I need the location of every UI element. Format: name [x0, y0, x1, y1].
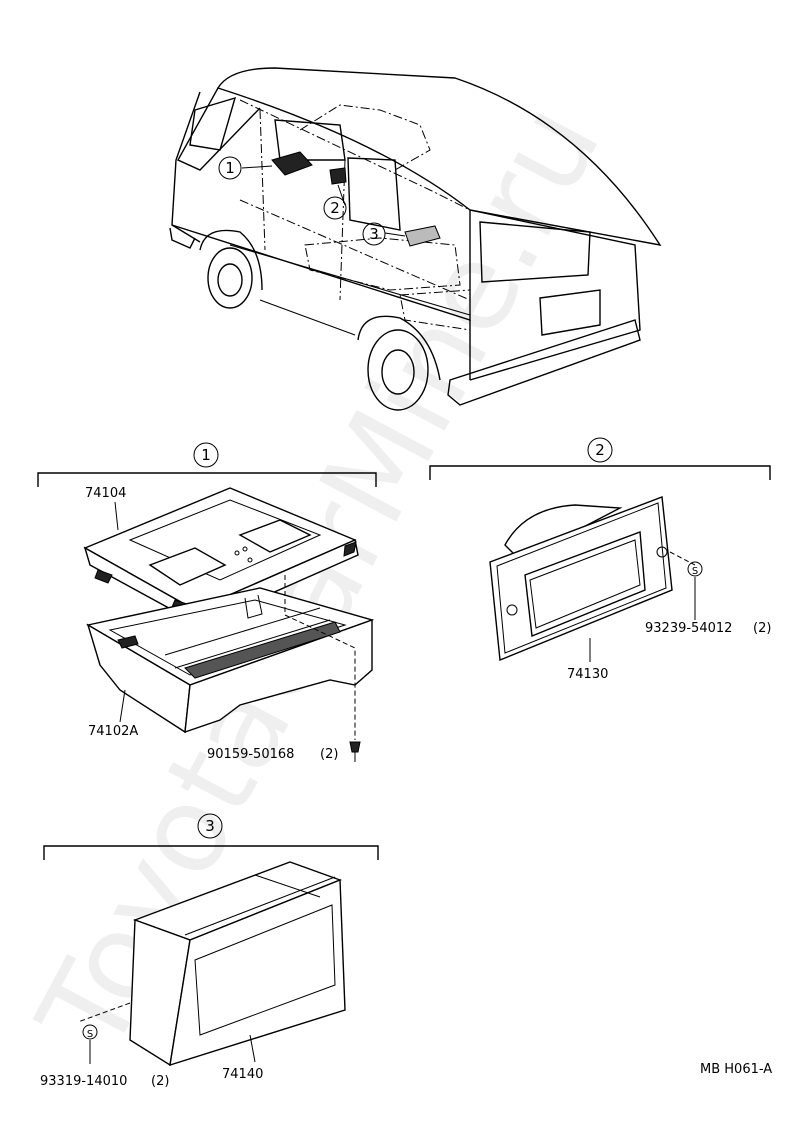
callout-1-overview: 1 — [218, 156, 242, 180]
group-2: 2 S 93239-54012 (2) 74130 — [429, 437, 771, 682]
part-qty-93319-14010: (2) — [151, 1074, 169, 1089]
part-qty-93239-54012: (2) — [753, 621, 771, 636]
part-93319-14010-drawing: S — [77, 1002, 131, 1064]
part-label-93239-54012: 93239-54012 — [645, 621, 732, 636]
group-2-number: 2 — [595, 441, 605, 459]
callout-2-overview: 2 — [323, 196, 347, 220]
part-90159-50168-drawing — [284, 575, 361, 762]
diagram-code: MB H061-A — [700, 1062, 772, 1077]
group-1-number: 1 — [201, 446, 211, 464]
part-qty-90159-50168: (2) — [320, 747, 338, 762]
group-1-badge — [193, 442, 219, 468]
svg-text:2: 2 — [330, 199, 340, 217]
group-3-number: 3 — [205, 817, 215, 835]
part-93239-54012-drawing: S — [669, 551, 703, 620]
part-74140-drawing — [129, 861, 346, 1067]
group-1: 1 — [37, 442, 377, 762]
group-3-bracket — [43, 845, 379, 860]
group-3-badge — [197, 813, 223, 839]
group-3: 3 S 93319-14010 (2) 74140 — [40, 813, 379, 1089]
part-label-74104: 74104 — [85, 486, 126, 501]
group-2-bracket — [429, 465, 771, 480]
part-74102A-drawing — [86, 587, 375, 734]
callout-3-overview: 3 — [362, 222, 386, 246]
svg-text:S: S — [87, 1029, 93, 1040]
part-74130-drawing — [489, 496, 673, 662]
part-label-90159-50168: 90159-50168 — [207, 747, 294, 762]
part-label-74140: 74140 — [222, 1067, 263, 1082]
group-1-bracket — [37, 472, 377, 487]
part-label-93319-14010: 93319-14010 — [40, 1074, 127, 1089]
svg-text:1: 1 — [225, 159, 235, 177]
svg-text:S: S — [692, 566, 698, 577]
group-2-badge — [587, 437, 613, 463]
vehicle-illustration — [169, 67, 662, 411]
part-label-74102A: 74102A — [88, 724, 138, 739]
part-label-74130: 74130 — [567, 667, 608, 682]
svg-text:3: 3 — [369, 225, 379, 243]
